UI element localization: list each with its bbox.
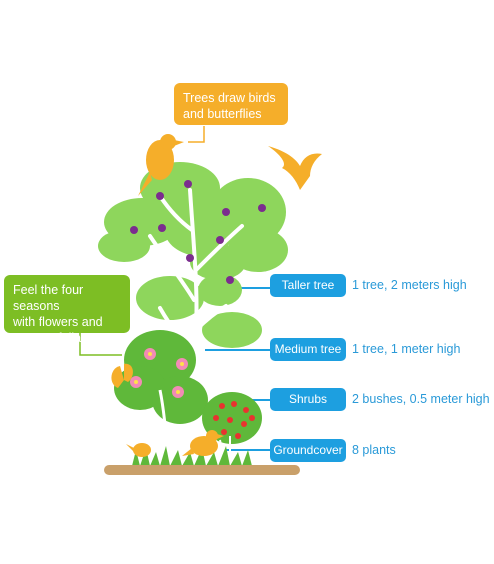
seasons-callout-line-3: autumn foliage [13, 331, 96, 345]
layer-label: Groundcover [270, 439, 346, 462]
ground-bird-left-icon [126, 443, 151, 457]
birds-callout-line-1: Trees draw birds [183, 91, 276, 105]
shrubs [202, 392, 262, 461]
flying-bird-icon [268, 146, 322, 190]
birds-callout-line-2: and butterflies [183, 107, 262, 121]
layer-label: Medium tree [270, 338, 346, 361]
layer-description: 2 bushes, 0.5 meter high [352, 392, 490, 406]
layer-description: 1 tree, 2 meters high [352, 278, 467, 292]
birds-callout: Trees draw birds and butterflies [174, 83, 288, 125]
ground-bird-right-icon [182, 430, 224, 456]
layer-label: Shrubs [270, 388, 346, 411]
layer-description: 1 tree, 1 meter high [352, 342, 461, 356]
perched-bird-icon [138, 134, 184, 196]
birds-connector [188, 126, 205, 143]
butterfly-icon [111, 363, 133, 388]
seasons-callout: Feel the four seasons with flowers and a… [4, 275, 130, 345]
groundcover [132, 446, 252, 466]
taller-tree [98, 162, 288, 464]
soil-ground [104, 465, 300, 475]
seasons-callout-line-2: with flowers and [13, 315, 103, 329]
seasons-connector [79, 333, 122, 356]
layer-label: Taller tree [270, 274, 346, 297]
seasons-callout-line-1: Feel the four seasons [13, 283, 84, 313]
layer-description: 8 plants [352, 443, 396, 457]
